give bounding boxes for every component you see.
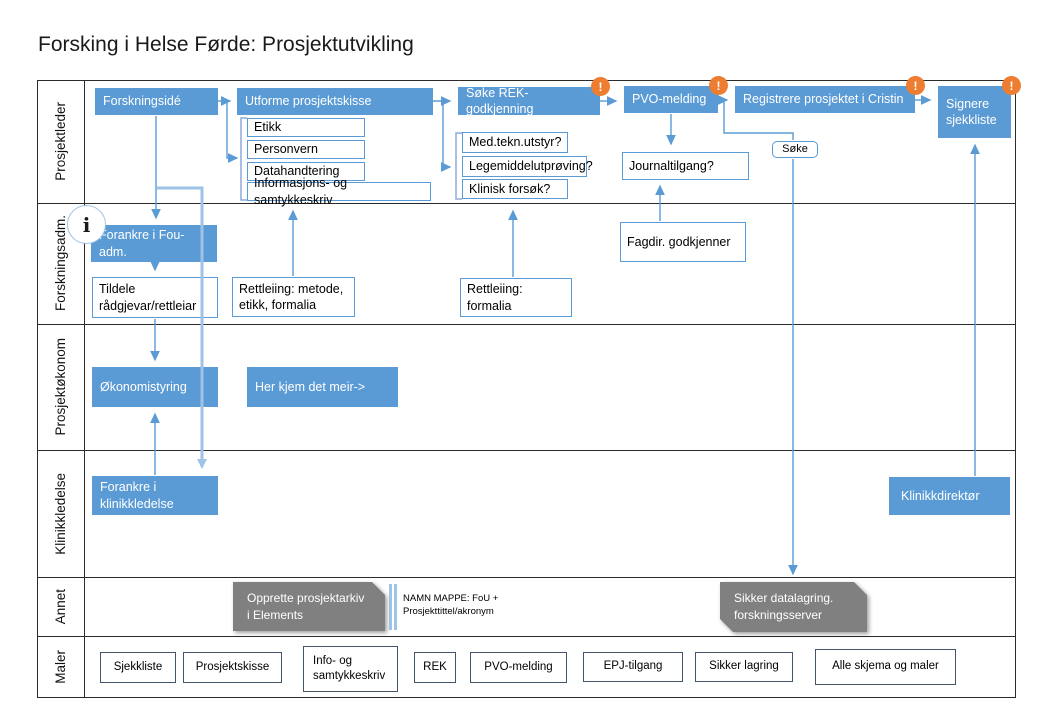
node-journaltilgang: Journaltilgang? bbox=[622, 152, 749, 180]
node-rettleiing-metode: Rettleiing: metode, etikk, formalia bbox=[232, 277, 355, 317]
node-forskningside: Forskningsidé bbox=[95, 88, 218, 115]
template-alle-skjema: Alle skjema og maler bbox=[815, 649, 956, 685]
node-opprette-prosjektarkiv-text: Opprette prosjektarkiv i Elements bbox=[233, 582, 385, 631]
node-utforme-prosjektskisse: Utforme prosjektskisse bbox=[237, 88, 433, 115]
node-forankre-klinikkledelse: Forankre i klinikkledelse bbox=[92, 476, 218, 515]
node-sikker-datalagring: Sikker datalagring. forskningsserver bbox=[720, 582, 867, 632]
info-icon: i bbox=[67, 205, 106, 244]
lane-label-text: Annet bbox=[53, 588, 68, 625]
lane-label-klinikkledelse: Klinikkledelse bbox=[37, 450, 84, 577]
alert-icon: ! bbox=[1002, 76, 1021, 95]
node-tildele-radgjevar: Tildele rådgjevar/rettleiar bbox=[92, 277, 218, 318]
node-registrere-cristin: Registrere prosjektet i Cristin bbox=[735, 86, 915, 113]
lane-label-divider bbox=[84, 80, 86, 698]
template-pvo-melding: PVO-melding bbox=[470, 652, 567, 683]
node-klinisk-forsok: Klinisk forsøk? bbox=[462, 179, 568, 199]
node-pvo-melding: PVO-melding bbox=[624, 86, 718, 113]
page-title: Forsking i Helse Førde: Prosjektutviklin… bbox=[38, 33, 414, 56]
lane-divider-2 bbox=[37, 324, 1016, 326]
node-soke: Søke bbox=[772, 141, 818, 158]
template-rek: REK bbox=[414, 652, 456, 683]
node-medtekn-utstyr: Med.tekn.utstyr? bbox=[462, 132, 568, 153]
node-opprette-prosjektarkiv: Opprette prosjektarkiv i Elements bbox=[233, 582, 385, 631]
template-sikker-lagring: Sikker lagring bbox=[695, 652, 793, 682]
lane-divider-4 bbox=[37, 577, 1016, 579]
lane-divider-3 bbox=[37, 450, 1016, 452]
alert-icon: ! bbox=[906, 76, 925, 95]
node-soke-rek-godkjenning: Søke REK-godkjenning bbox=[458, 86, 600, 116]
lane-label-prosjektokonom: Prosjektøkonom bbox=[37, 324, 84, 450]
lane-divider-1 bbox=[37, 203, 1016, 205]
lane-label-annet: Annet bbox=[37, 577, 84, 636]
template-sjekkliste: Sjekkliste bbox=[100, 652, 176, 683]
node-datahandtering: Datahandtering bbox=[247, 162, 365, 181]
swimlane-frame bbox=[37, 80, 1016, 698]
lane-label-text: Maler bbox=[53, 650, 68, 684]
template-epj-tilgang: EPJ-tilgang bbox=[583, 652, 683, 682]
lane-label-text: Prosjektøkonom bbox=[53, 338, 68, 436]
divider-bar-icon bbox=[389, 584, 392, 630]
lane-label-maler: Maler bbox=[37, 636, 84, 698]
node-okonomistyring: Økonomistyring bbox=[92, 367, 218, 407]
node-personvern: Personvern bbox=[247, 140, 365, 159]
node-sikker-datalagring-text: Sikker datalagring. forskningsserver bbox=[720, 582, 867, 632]
lane-label-text: Klinikkledelse bbox=[53, 472, 68, 555]
lane-label-prosjektleder: Prosjektleder bbox=[37, 80, 84, 203]
node-forankre-fou-adm: Forankre i Fou- adm. bbox=[91, 225, 217, 262]
node-signere-sjekkliste: Signere sjekkliste bbox=[938, 86, 1011, 138]
alert-icon: ! bbox=[591, 77, 610, 96]
node-rettleiing-formalia: Rettleiing: formalia bbox=[460, 278, 572, 317]
alert-icon: ! bbox=[709, 76, 728, 95]
template-prosjektskisse: Prosjektskisse bbox=[183, 652, 282, 683]
note-namn-mappe: NAMN MAPPE: FoU + Prosjekttittel/akronym bbox=[403, 593, 499, 618]
node-etikk: Etikk bbox=[247, 118, 365, 137]
node-legemiddelutproving: Legemiddelutprøving? bbox=[462, 156, 593, 177]
node-klinikkdirektor: Klinikkdirektør bbox=[889, 477, 1010, 515]
node-her-kjem-det-meir: Her kjem det meir-> bbox=[247, 367, 398, 407]
node-informasjons-samtykkeskriv: Informasjons- og samtykkeskriv bbox=[247, 176, 431, 207]
lane-divider-5 bbox=[37, 636, 1016, 638]
lane-label-text: Prosjektleder bbox=[53, 102, 68, 181]
divider-bar-icon bbox=[394, 584, 397, 630]
node-fagdir-godkjenner: Fagdir. godkjenner bbox=[620, 222, 746, 262]
lane-label-text: Forskningsadm. bbox=[53, 215, 68, 312]
template-info-samtykkeskriv: Info- og samtykkeskriv bbox=[303, 646, 398, 692]
